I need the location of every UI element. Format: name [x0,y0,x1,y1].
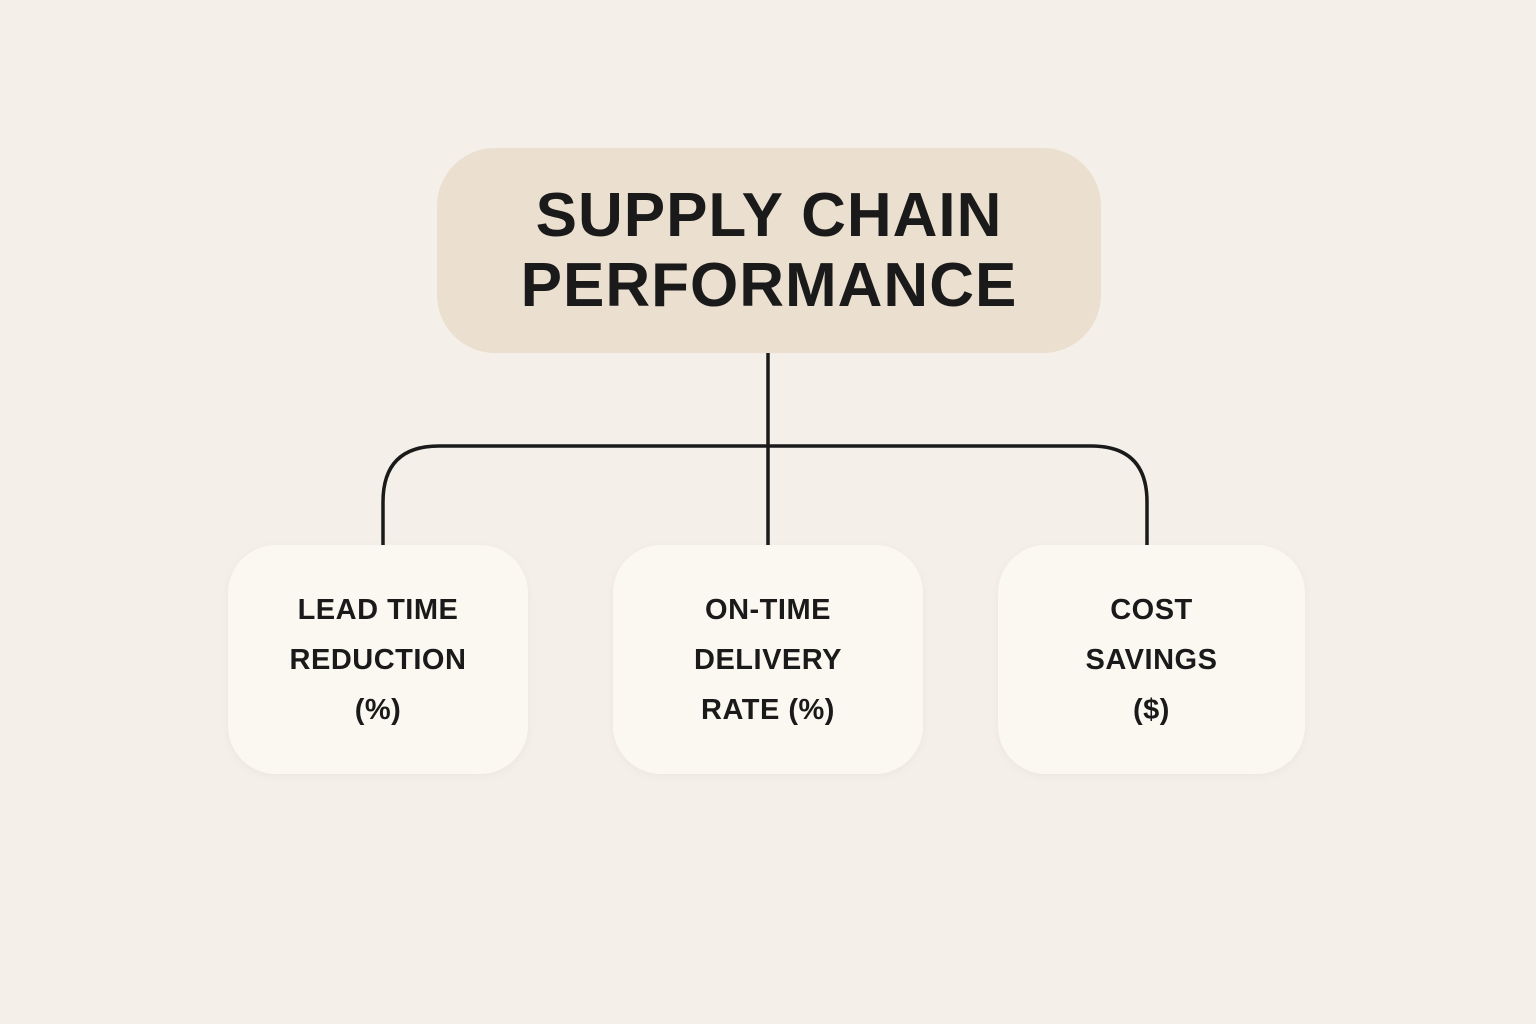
root-node-supply-chain-performance: SUPPLY CHAIN PERFORMANCE [437,148,1101,353]
connector-root-to-lead-time-reduction [381,444,768,545]
child-node-cost-savings: COST SAVINGS ($) [998,545,1305,774]
root-node-label: SUPPLY CHAIN PERFORMANCE [520,180,1018,320]
child-node-lead-time-reduction: LEAD TIME REDUCTION (%) [228,545,528,774]
child-node-label: ON-TIME DELIVERY RATE (%) [694,593,842,726]
child-node-on-time-delivery-rate: ON-TIME DELIVERY RATE (%) [613,545,923,774]
child-node-label: LEAD TIME REDUCTION (%) [289,593,467,726]
connector-root-to-cost-savings [768,444,1149,545]
child-node-label: COST SAVINGS ($) [1085,593,1218,726]
